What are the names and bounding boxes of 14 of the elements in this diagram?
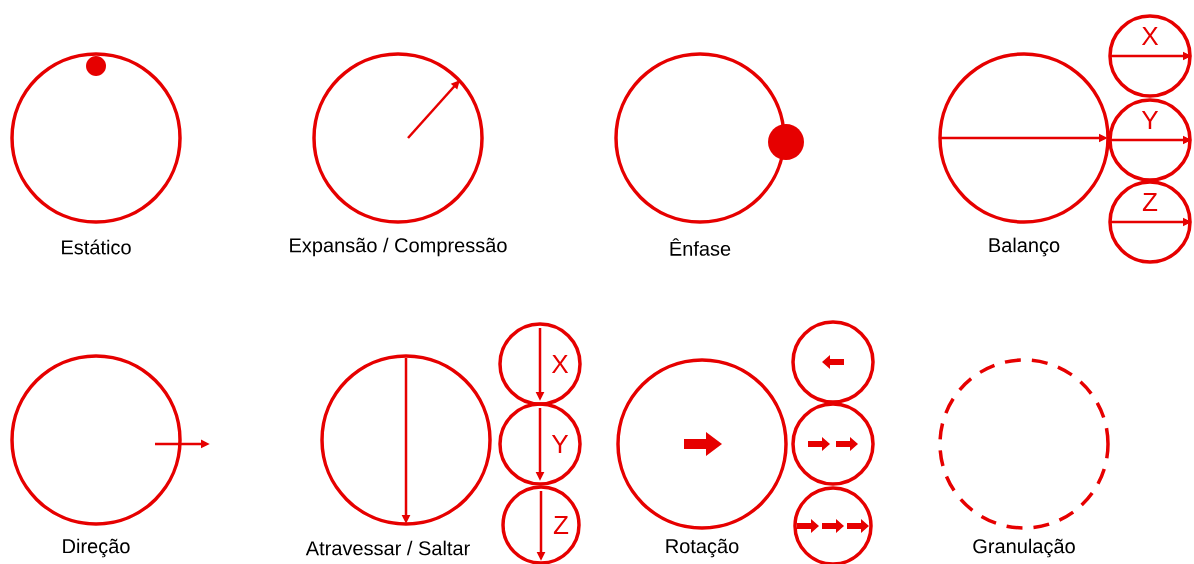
axis-letter: X	[551, 355, 569, 373]
axis-letter: Z	[1142, 193, 1158, 211]
node-label: Granulação	[973, 538, 1075, 558]
axis-letter: Y	[1141, 111, 1159, 129]
node-label: Direção	[63, 538, 130, 558]
node-label: Balanço	[989, 237, 1060, 257]
node-label: Atravessar / Saltar	[305, 540, 470, 556]
axis-letter: Z	[553, 516, 569, 534]
axis-letter: X	[1141, 27, 1159, 45]
node-label: Rotação	[666, 538, 739, 558]
axis-letter: Y	[551, 435, 569, 453]
node-label: Estático	[62, 239, 131, 255]
node-label: Expansão / Compressão	[290, 237, 507, 257]
node-label: Ênfase	[670, 238, 731, 256]
